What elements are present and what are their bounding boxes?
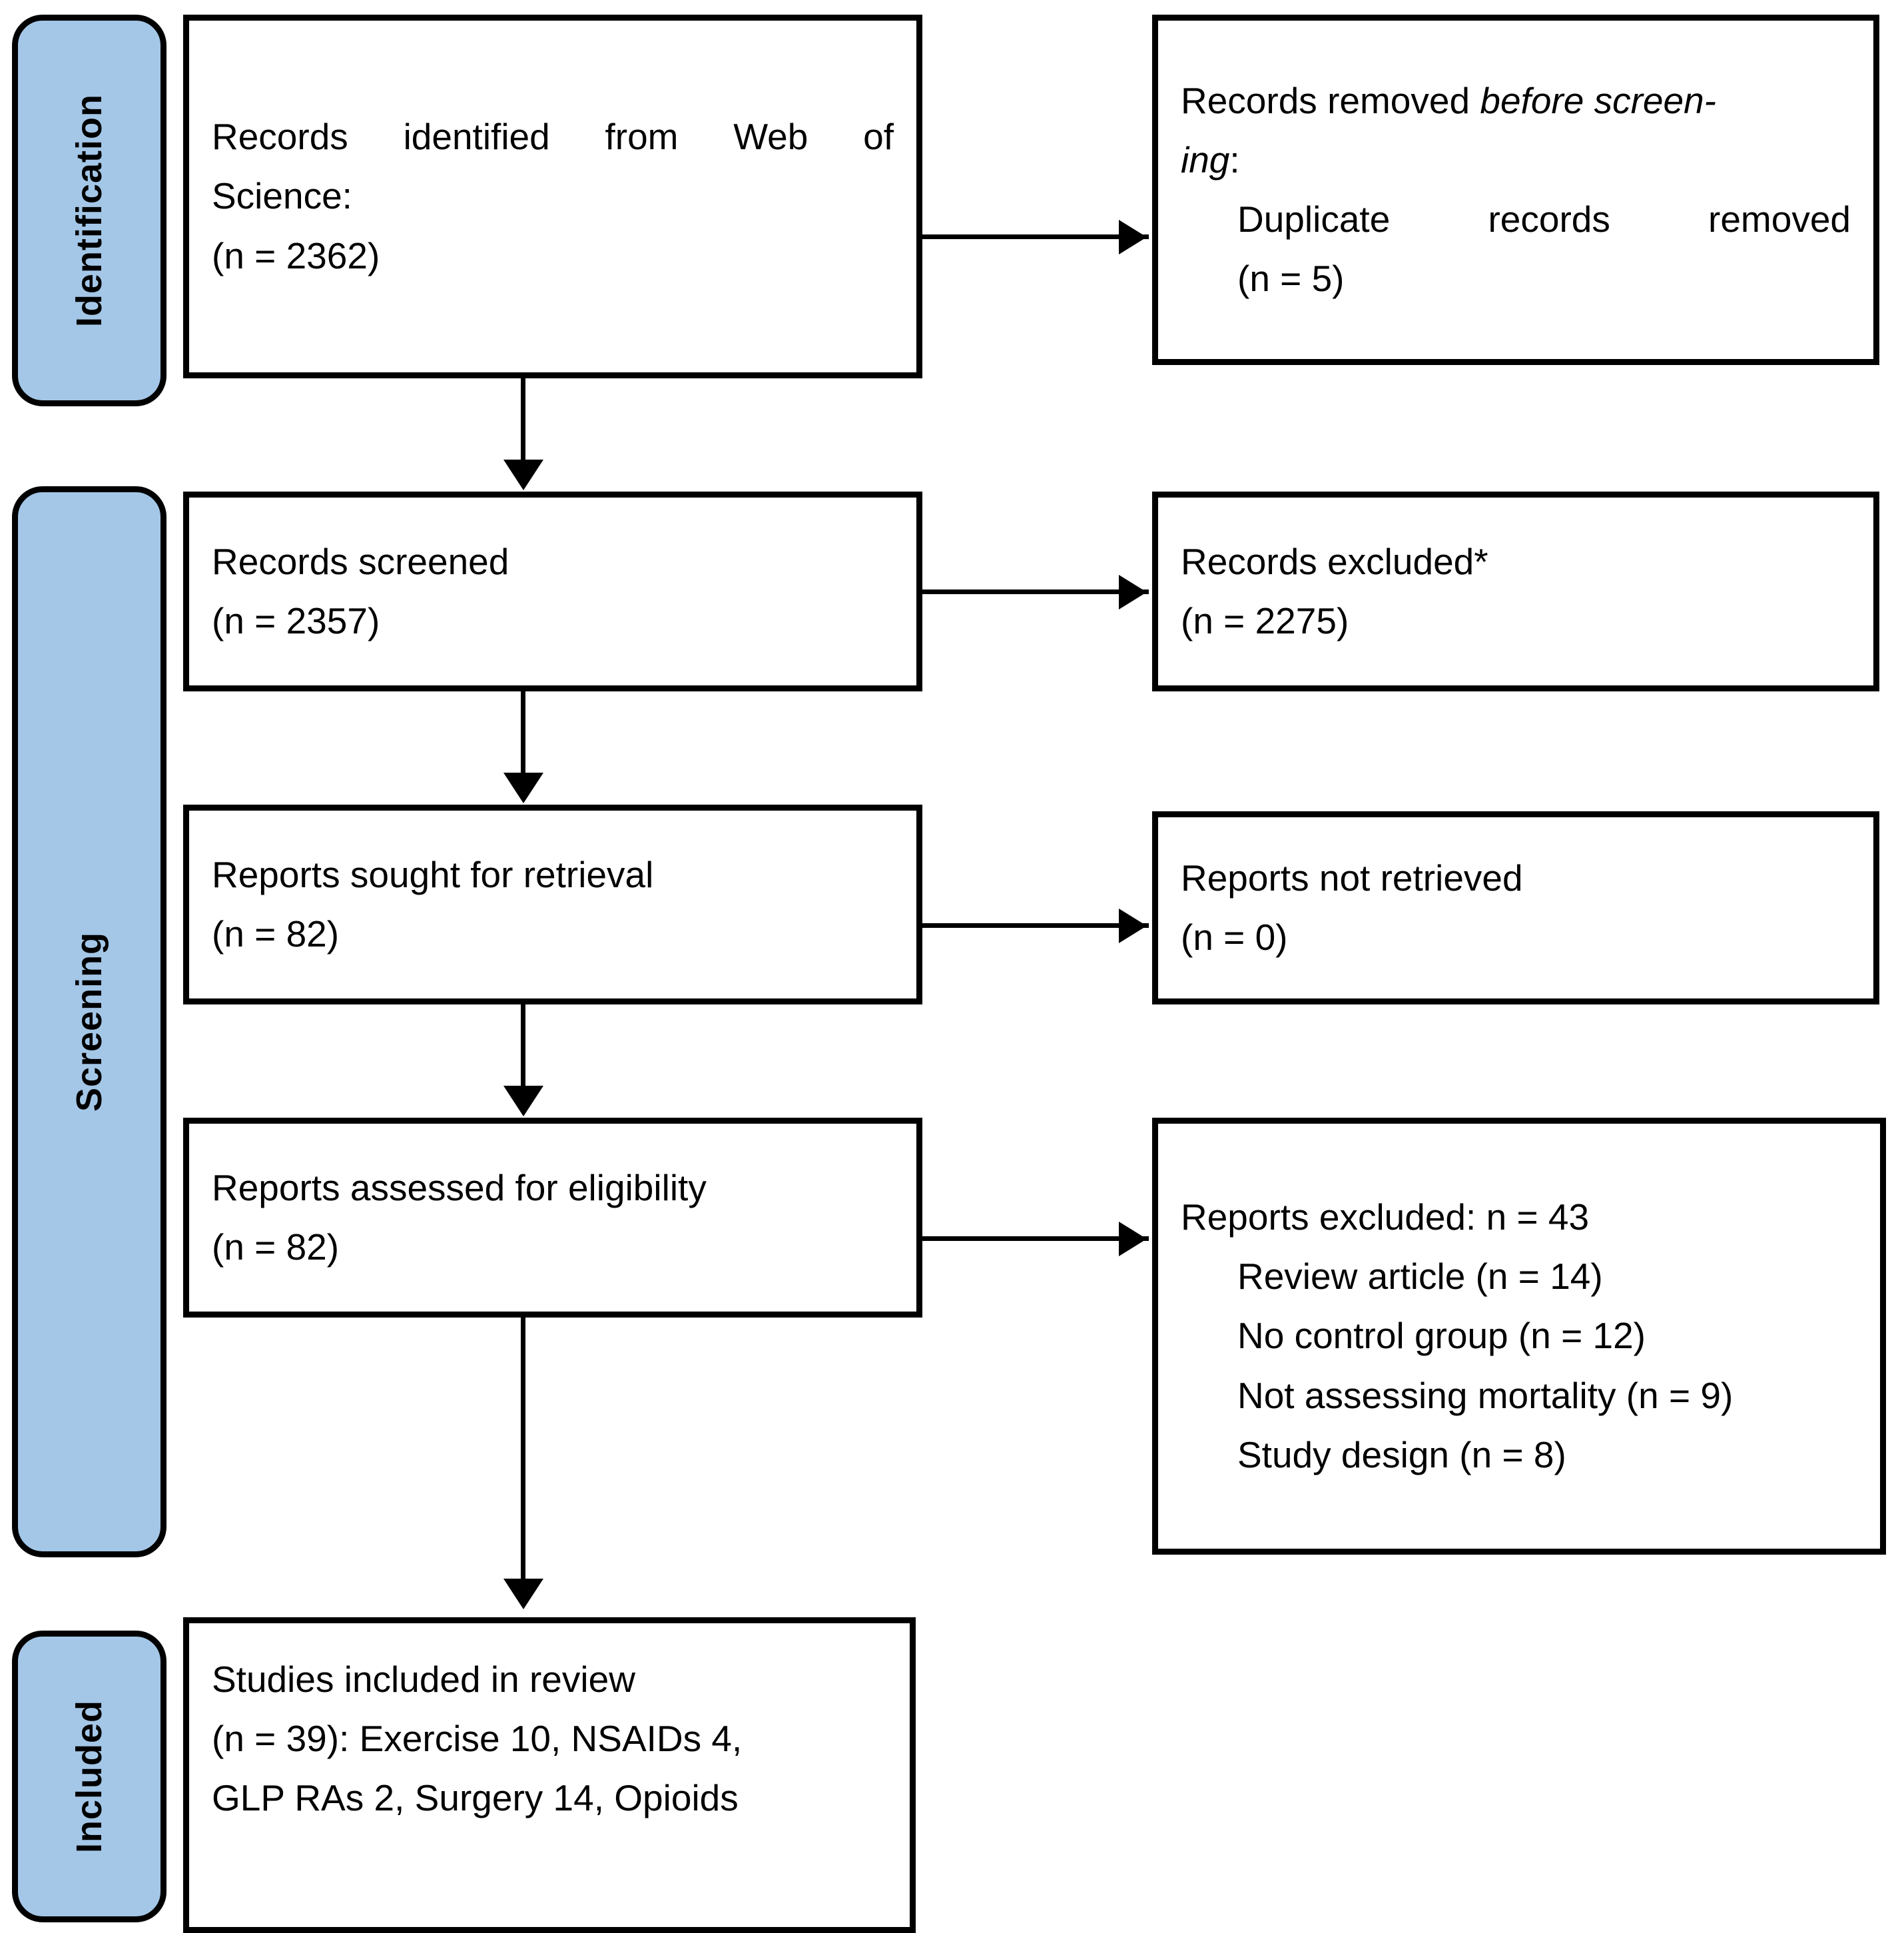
records-excluded-line-1: Records excluded* bbox=[1181, 540, 1488, 582]
connector-sought-to-not-retrieved bbox=[922, 923, 1149, 928]
connector-sought-to-assessed bbox=[521, 1004, 525, 1091]
box-records-screened: Records screened (n = 2357) bbox=[183, 492, 922, 691]
reports-assessed-line-1: Reports assessed for eligibility bbox=[212, 1166, 707, 1208]
arrowhead-screened-to-excluded bbox=[1119, 575, 1147, 609]
reports-not-retrieved-line-1: Reports not retrieved bbox=[1181, 857, 1523, 899]
records-identified-line-1: Records identified from Web of bbox=[212, 116, 894, 158]
reports-excluded-reason-1: Review article (n = 14) bbox=[1237, 1256, 1603, 1298]
box-reports-excluded: Reports excluded: n = 43 Review article … bbox=[1152, 1118, 1886, 1555]
records-removed-line-3: Duplicate records removed bbox=[1237, 198, 1851, 240]
box-records-removed: Records removed before screen- ing: Dupl… bbox=[1152, 15, 1879, 365]
connector-identified-to-removed bbox=[922, 234, 1149, 239]
reports-excluded-heading: Reports excluded: n = 43 bbox=[1181, 1196, 1590, 1238]
records-removed-colon: : bbox=[1229, 139, 1240, 181]
arrowhead-sought-to-not-retrieved bbox=[1119, 909, 1147, 943]
stage-label-identification: Identification bbox=[69, 94, 109, 327]
box-reports-not-retrieved: Reports not retrieved (n = 0) bbox=[1152, 811, 1879, 1004]
studies-included-line-2: (n = 39): Exercise 10, NSAIDs 4, bbox=[212, 1718, 743, 1760]
connector-screened-to-excluded bbox=[922, 589, 1149, 594]
reports-sought-line-2: (n = 82) bbox=[212, 913, 340, 955]
arrowhead-assessed-to-excluded bbox=[1119, 1222, 1147, 1256]
box-records-excluded: Records excluded* (n = 2275) bbox=[1152, 492, 1879, 691]
connector-assessed-to-included bbox=[521, 1318, 525, 1584]
reports-assessed-line-2: (n = 82) bbox=[212, 1226, 340, 1268]
reports-excluded-reason-4: Study design (n = 8) bbox=[1237, 1433, 1566, 1475]
records-removed-line-2: ing: bbox=[1181, 131, 1851, 190]
reports-not-retrieved-line-2: (n = 0) bbox=[1181, 917, 1288, 958]
stage-pill-screening: Screening bbox=[12, 486, 166, 1557]
records-removed-italic-1: before screen- bbox=[1480, 79, 1716, 121]
arrowhead-identified-to-removed bbox=[1119, 220, 1147, 254]
records-identified-line-3: (n = 2362) bbox=[212, 234, 380, 276]
stage-label-included: Included bbox=[69, 1699, 110, 1854]
records-removed-lead: Records removed bbox=[1181, 79, 1480, 121]
box-records-identified: Records identified from Web of Science: … bbox=[183, 15, 922, 378]
records-removed-italic-2: ing bbox=[1181, 139, 1230, 181]
arrowhead-assessed-to-included bbox=[503, 1579, 543, 1609]
connector-assessed-to-excluded bbox=[922, 1236, 1149, 1241]
box-reports-sought: Reports sought for retrieval (n = 82) bbox=[183, 805, 922, 1004]
records-removed-line-1: Records removed before screen- bbox=[1181, 71, 1851, 131]
stage-pill-included: Included bbox=[12, 1631, 166, 1922]
arrowhead-sought-to-assessed bbox=[503, 1086, 543, 1116]
records-screened-line-1: Records screened bbox=[212, 540, 509, 582]
records-screened-line-2: (n = 2357) bbox=[212, 600, 380, 641]
reports-sought-line-1: Reports sought for retrieval bbox=[212, 853, 654, 895]
reports-excluded-reason-3: Not assessing mortality (n = 9) bbox=[1237, 1374, 1734, 1416]
stage-pill-identification: Identification bbox=[12, 15, 166, 406]
records-excluded-line-2: (n = 2275) bbox=[1181, 600, 1349, 641]
box-studies-included: Studies included in review (n = 39): Exe… bbox=[183, 1617, 916, 1933]
connector-identified-to-screened bbox=[521, 378, 525, 465]
reports-excluded-reason-2: No control group (n = 12) bbox=[1237, 1315, 1646, 1357]
connector-screened-to-sought bbox=[521, 691, 525, 778]
studies-included-line-1: Studies included in review bbox=[212, 1659, 635, 1700]
box-reports-assessed: Reports assessed for eligibility (n = 82… bbox=[183, 1118, 922, 1318]
arrowhead-identified-to-screened bbox=[503, 460, 543, 490]
studies-included-line-3: GLP RAs 2, Surgery 14, Opioids bbox=[212, 1777, 739, 1819]
arrowhead-screened-to-sought bbox=[503, 773, 543, 803]
stage-label-screening: Screening bbox=[69, 931, 109, 1112]
records-identified-line-2: Science: bbox=[212, 175, 352, 217]
records-removed-line-4: (n = 5) bbox=[1237, 258, 1345, 300]
